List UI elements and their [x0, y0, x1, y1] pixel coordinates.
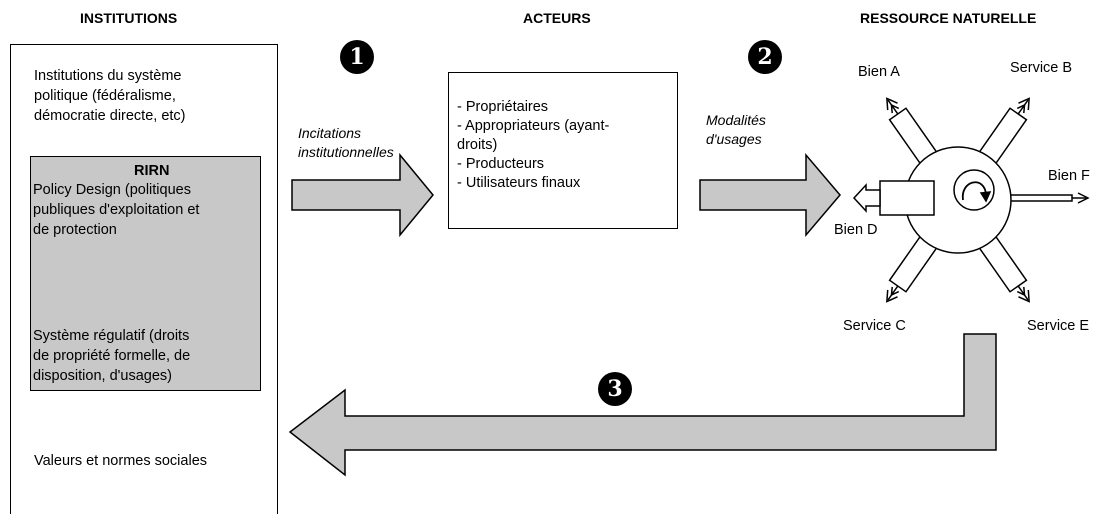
social-values-text: Valeurs et normes sociales	[34, 453, 208, 469]
list-item: - Appropriateurs (ayant-	[457, 118, 610, 134]
system-line-2: politique (fédéralisme,	[34, 88, 176, 104]
institutions-box	[10, 44, 278, 514]
header-ressource-naturelle: RESSOURCE NATURELLE	[860, 10, 1037, 26]
badge-two: 2	[748, 40, 782, 74]
rirn-title: RIRN	[134, 163, 170, 179]
list-item: - Producteurs	[457, 156, 545, 172]
modalites-line-2: d'usages	[706, 131, 762, 147]
resource-wheel	[852, 97, 1090, 303]
policy-line-3: de protection	[33, 222, 117, 238]
arrow-feedback	[288, 333, 997, 477]
list-item: - Utilisateurs finaux	[457, 175, 581, 191]
modalites-label: Modalités d'usages	[706, 111, 766, 149]
incitations-line-1: Incitations	[298, 125, 362, 141]
reg-line-1: Système régulatif (droits	[33, 328, 190, 344]
acteurs-list: - Propriétaires - Appropriateurs (ayant-…	[457, 98, 609, 193]
acteurs-box	[448, 72, 678, 229]
label-service-b: Service B	[1010, 60, 1073, 76]
list-item: droits)	[457, 137, 498, 153]
label-bien-a: Bien A	[858, 64, 900, 80]
reg-line-2: de propriété formelle, de	[33, 348, 191, 364]
label-bien-f: Bien F	[1048, 168, 1090, 184]
badge-one: 1	[340, 40, 374, 74]
badge-three: 3	[598, 372, 632, 406]
rirn-box	[30, 156, 261, 391]
incitations-label: Incitations institutionnelles	[298, 124, 394, 162]
policy-line-1: Policy Design (politiques	[33, 182, 191, 198]
header-acteurs: ACTEURS	[523, 10, 591, 26]
institutions-system-text: Institutions du système politique (fédér…	[34, 66, 186, 126]
incitations-line-2: institutionnelles	[298, 144, 394, 160]
rirn-regulatory-text: Système régulatif (droits de propriété f…	[33, 326, 190, 386]
label-bien-d: Bien D	[834, 222, 878, 238]
rirn-policy-text: Policy Design (politiques publiques d'ex…	[33, 180, 199, 240]
arrow-incitations	[291, 152, 434, 238]
arrow-modalites	[699, 152, 841, 238]
system-line-3: démocratie directe, etc)	[34, 108, 186, 124]
header-institutions: INSTITUTIONS	[80, 10, 178, 26]
label-service-e: Service E	[1027, 318, 1090, 334]
system-line-1: Institutions du système	[34, 68, 182, 84]
label-service-c: Service C	[843, 318, 906, 334]
list-item: - Propriétaires	[457, 99, 549, 115]
policy-line-2: publiques d'exploitation et	[33, 202, 200, 218]
reg-line-3: disposition, d'usages)	[33, 368, 172, 384]
modalites-line-1: Modalités	[706, 112, 766, 128]
